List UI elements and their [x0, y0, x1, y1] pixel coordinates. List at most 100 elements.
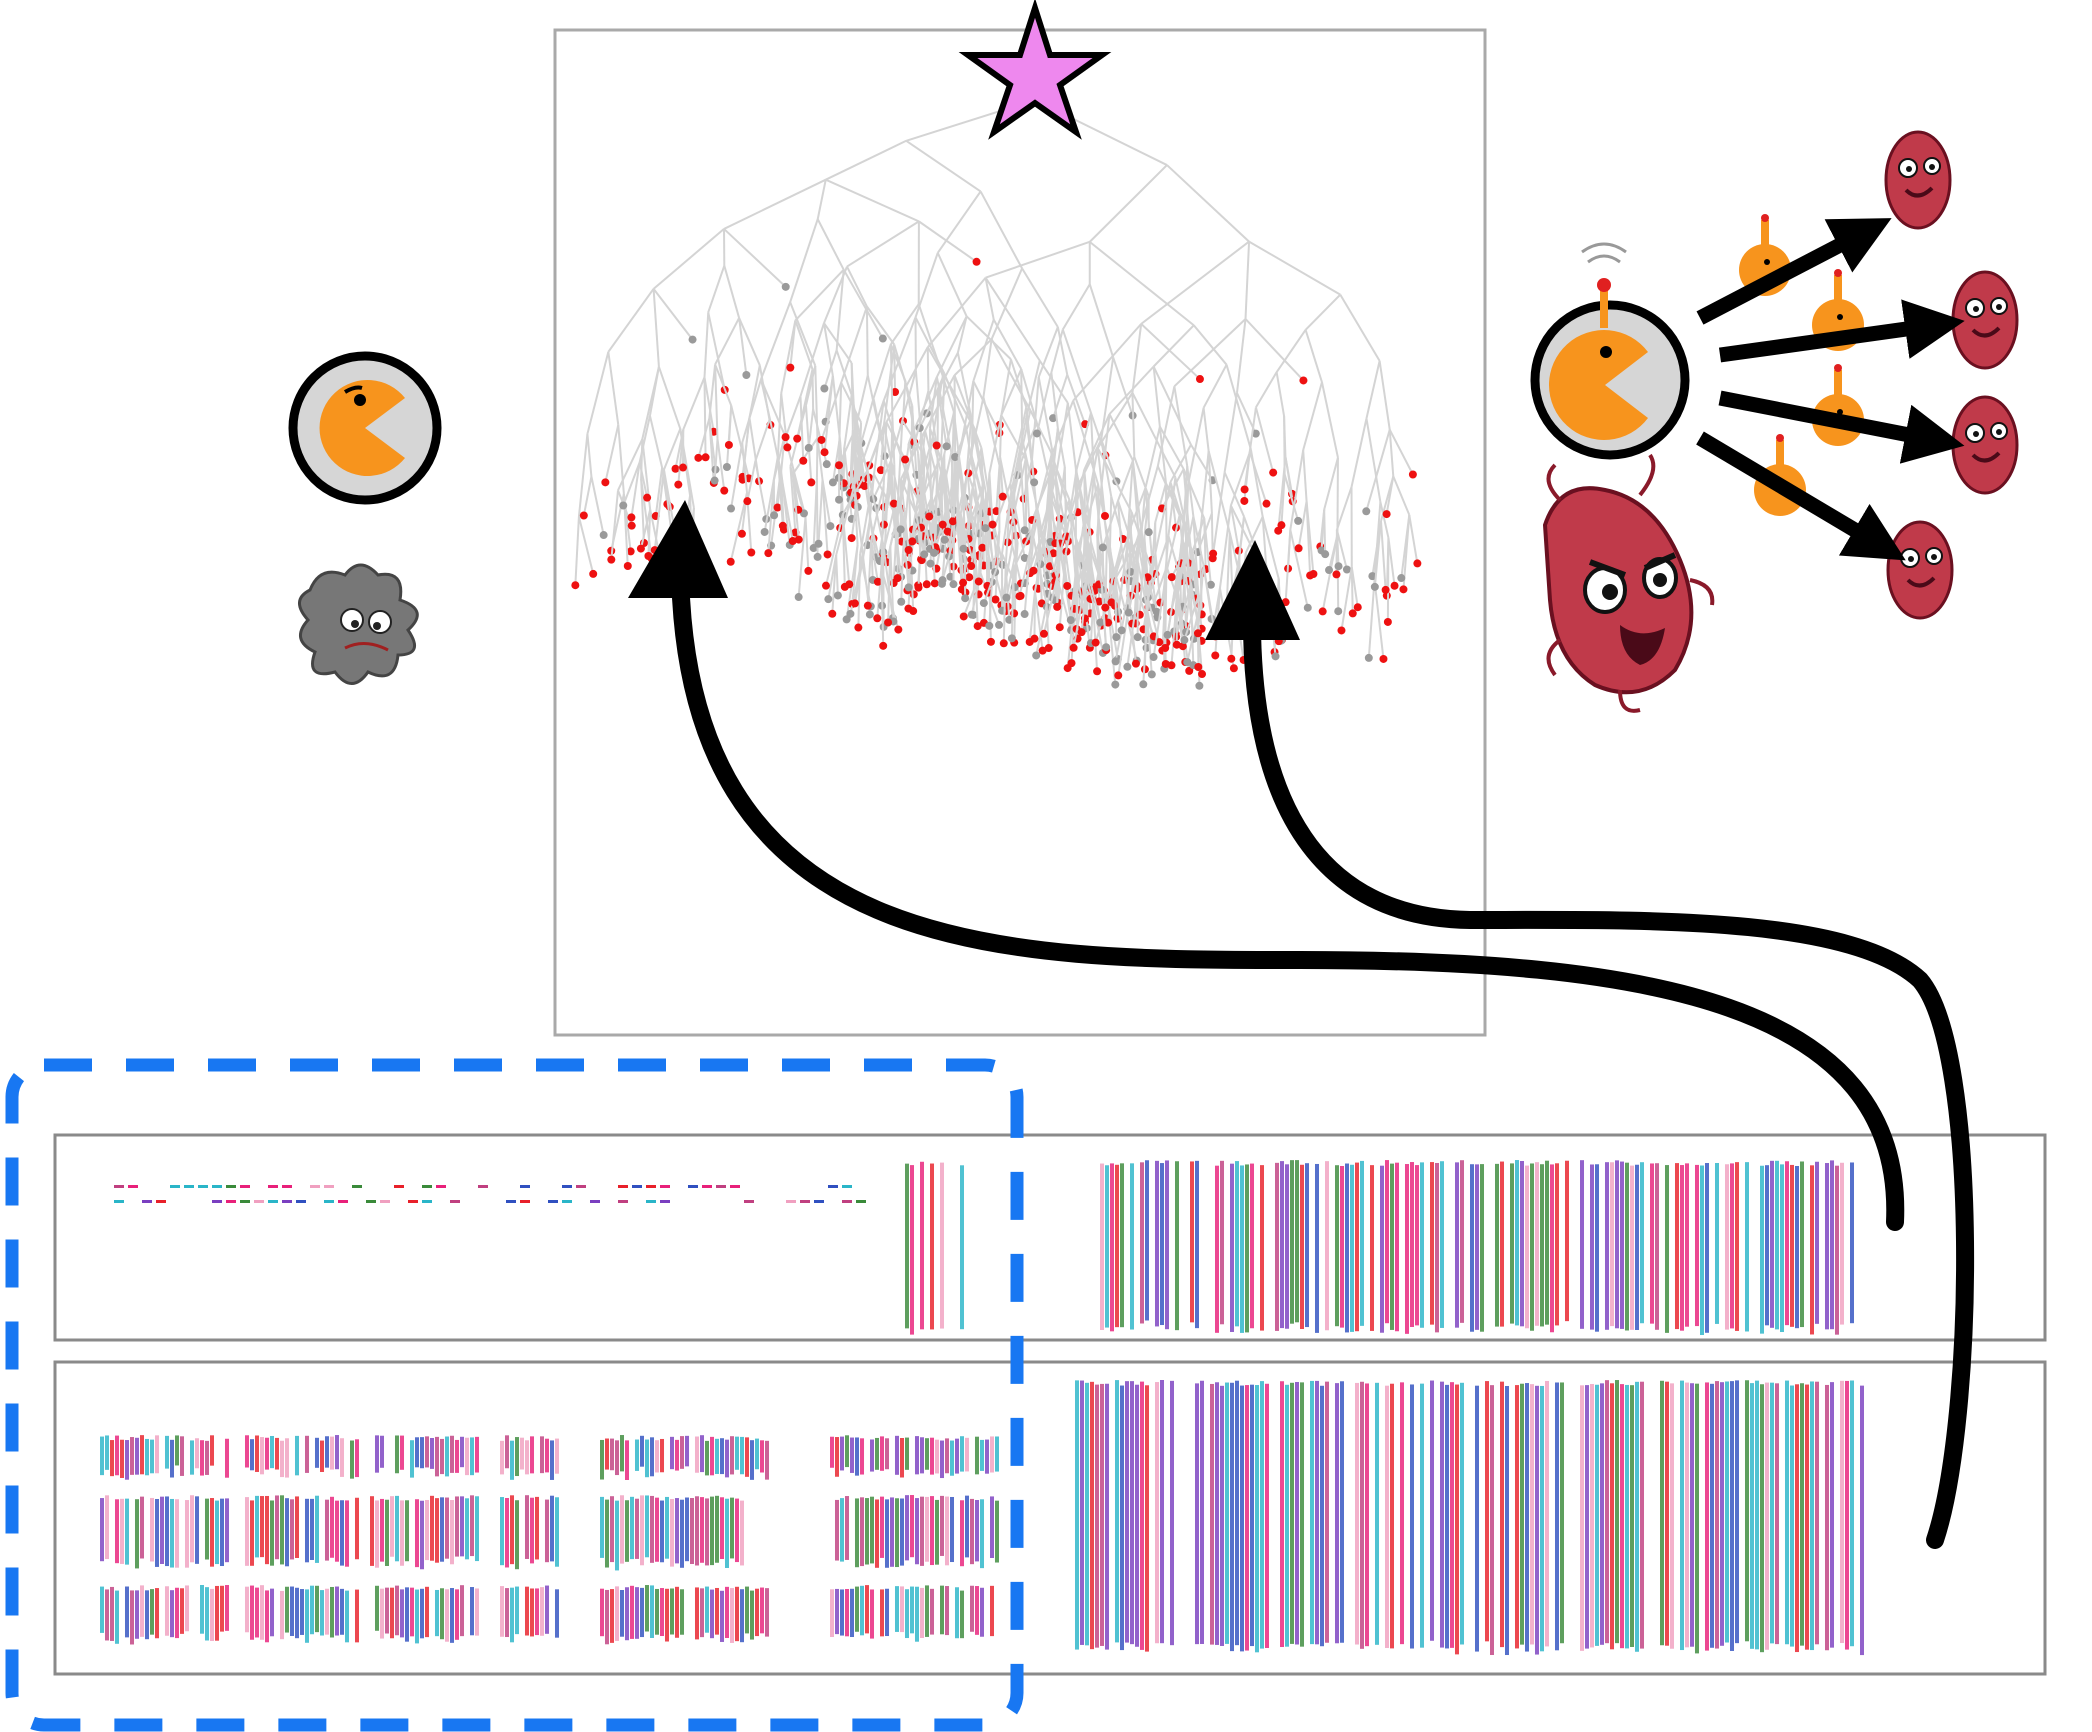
alignment-column	[1535, 1385, 1539, 1655]
tree-branch	[1165, 515, 1181, 573]
tree-branch	[1100, 439, 1113, 497]
tree-branch	[1192, 516, 1200, 596]
tree-branch	[1035, 604, 1048, 656]
tree-leaf	[959, 612, 968, 621]
alignment-column	[960, 1436, 964, 1472]
tree-branch	[914, 252, 939, 318]
tree-branch	[794, 320, 814, 370]
alignment-column	[955, 1438, 959, 1474]
alignment-column	[925, 1585, 929, 1637]
alignment-column	[720, 1438, 724, 1475]
tree-branch	[843, 394, 853, 448]
tree-branch	[1186, 465, 1195, 517]
alignment-column	[455, 1496, 459, 1557]
tree-branch	[1408, 514, 1419, 564]
alignment-column	[425, 1499, 429, 1561]
tree-branch	[741, 442, 749, 493]
alignment-column	[1240, 1165, 1244, 1333]
tree-branch	[1136, 592, 1155, 637]
alignment-column	[960, 1590, 964, 1639]
alignment-column	[1725, 1164, 1729, 1330]
alignment-column	[1680, 1165, 1684, 1331]
alignment-column	[1370, 1165, 1374, 1331]
alignment-column	[1290, 1382, 1294, 1644]
alignment-column	[1635, 1381, 1639, 1652]
tree-leaf	[854, 623, 863, 632]
alignment-column	[285, 1438, 289, 1478]
alignment-column	[120, 1439, 124, 1478]
tree-branch	[1154, 481, 1172, 554]
alignment-column	[715, 1438, 719, 1474]
alignment-column	[305, 1435, 309, 1473]
tree-leaf	[781, 282, 790, 291]
alignment-column	[530, 1436, 534, 1474]
tree-branch	[924, 430, 937, 471]
tree-branch	[794, 269, 845, 322]
tree-leaf	[701, 453, 710, 462]
tree-leaf	[1167, 661, 1176, 670]
tree-branch	[792, 437, 819, 475]
alignment-column	[175, 1499, 179, 1568]
tree-leaf	[1370, 582, 1379, 591]
alignment-column	[600, 1439, 604, 1480]
alignment-column	[1385, 1160, 1389, 1324]
alignment-column	[680, 1589, 684, 1635]
tree-branch	[972, 319, 995, 382]
tree-leaf	[773, 503, 782, 512]
tree-branch	[1244, 318, 1305, 382]
alignment-column	[170, 1439, 174, 1478]
tree-leaf	[1039, 629, 1048, 638]
tree-branch	[905, 139, 982, 193]
tree-branch	[1152, 366, 1161, 427]
alignment-column	[1530, 1163, 1534, 1331]
tree-branch	[1297, 501, 1308, 549]
alignment-column	[980, 1587, 984, 1637]
alignment-column	[895, 1498, 899, 1568]
alignment-column	[1445, 1384, 1449, 1649]
alignment-column	[1300, 1164, 1304, 1330]
tree-branch	[1021, 267, 1059, 328]
tree-branch	[1176, 516, 1195, 598]
alignment-column	[1615, 1380, 1619, 1644]
tree-branch	[840, 306, 868, 384]
alignment-column	[1415, 1165, 1419, 1326]
alignment-column	[355, 1589, 359, 1643]
tree-branch	[1304, 329, 1323, 383]
alignment-column	[460, 1496, 464, 1557]
alignment-segment	[198, 1185, 208, 1188]
alignment-column	[1195, 1383, 1199, 1645]
alignment-column	[1110, 1163, 1114, 1332]
tree-branch	[574, 516, 580, 586]
alignment-column	[945, 1438, 949, 1474]
tree-branch	[850, 444, 862, 493]
tree-leaf	[835, 461, 844, 470]
tree-branch	[823, 322, 853, 364]
tree-leaf	[1269, 468, 1278, 477]
alignment-column	[470, 1437, 474, 1476]
tree-branch	[1072, 570, 1089, 648]
alignment-column	[510, 1440, 514, 1480]
tree-branch	[921, 500, 931, 550]
alignment-column	[830, 1436, 834, 1468]
alignment-column	[610, 1438, 614, 1471]
alignment-column	[500, 1440, 504, 1475]
alignment-column	[1265, 1383, 1269, 1648]
alignment-column	[1275, 1162, 1279, 1331]
tree-leaf	[959, 544, 968, 553]
alignment-column	[640, 1435, 644, 1467]
tree-branch	[1050, 372, 1059, 429]
tree-branch	[1392, 475, 1411, 516]
tree-leaf	[1020, 526, 1029, 535]
tree-branch	[1212, 472, 1226, 554]
tree-branch	[1154, 552, 1162, 603]
alignment-column	[1120, 1385, 1124, 1651]
tree-branch	[639, 509, 652, 549]
alignment-column	[910, 1586, 914, 1634]
tree-branch	[1061, 283, 1091, 331]
alignment-column	[1640, 1381, 1644, 1649]
alignment-column	[1785, 1380, 1789, 1645]
tree-branch	[1133, 456, 1150, 497]
alignment-column	[465, 1437, 469, 1476]
tree-branch	[919, 470, 935, 554]
tree-branch	[918, 220, 978, 263]
